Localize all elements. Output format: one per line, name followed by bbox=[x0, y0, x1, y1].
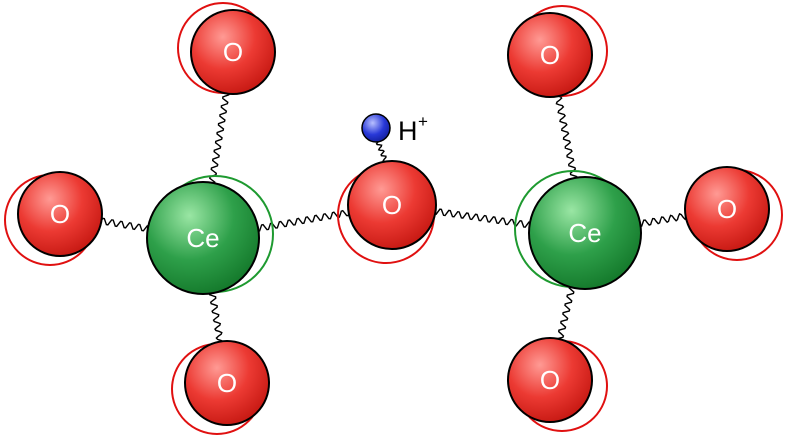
o-top-left-sphere bbox=[190, 9, 276, 95]
o-right-sphere bbox=[684, 166, 770, 252]
o-bridge-label: O bbox=[382, 190, 402, 220]
cerium-atom-ce-left: Ce bbox=[146, 181, 260, 295]
o-top-right-label: O bbox=[540, 40, 560, 70]
bond-ce-right-o-top-right bbox=[554, 94, 578, 181]
o-right-label: O bbox=[717, 194, 737, 224]
bond-ce-left-o-bottom-left bbox=[208, 290, 225, 344]
o-left-label: O bbox=[50, 199, 70, 229]
oxygen-atom-o-top-left: O bbox=[190, 9, 276, 95]
o-bottom-right-sphere bbox=[507, 337, 593, 423]
oxygen-atom-o-left: O bbox=[17, 171, 103, 257]
bond-ce-left-o-left bbox=[98, 217, 151, 232]
proton-charge: + bbox=[418, 112, 428, 131]
oxygen-atom-o-right: O bbox=[684, 166, 770, 252]
bond-proton-o-bridge bbox=[375, 141, 388, 163]
cerium-atom-ce-right: Ce bbox=[528, 176, 642, 290]
ce-left-sphere bbox=[146, 181, 260, 295]
ce-right-label: Ce bbox=[568, 218, 601, 248]
o-top-right-sphere bbox=[507, 12, 593, 98]
oxygen-atom-o-bridge: O bbox=[347, 160, 437, 250]
oxygen-atom-o-top-right: O bbox=[507, 12, 593, 98]
o-left-sphere bbox=[17, 171, 103, 257]
o-bottom-right-label: O bbox=[540, 365, 560, 395]
o-bottom-left-sphere bbox=[184, 340, 270, 426]
proton: H + bbox=[361, 112, 428, 146]
ce-left-label: Ce bbox=[186, 223, 219, 253]
proton-sphere bbox=[361, 113, 391, 143]
oxygen-atom-o-bottom-right: O bbox=[507, 337, 593, 423]
o-bridge-sphere bbox=[347, 160, 437, 250]
oxygen-atom-o-bottom-left: O bbox=[184, 340, 270, 426]
o-top-left-label: O bbox=[223, 37, 243, 67]
ce-right-sphere bbox=[528, 176, 642, 290]
proton-label: H bbox=[398, 116, 418, 146]
bond-ce-left-o-top-left bbox=[209, 90, 231, 186]
bond-ce-left-o-bridge bbox=[255, 209, 351, 232]
o-bottom-left-label: O bbox=[217, 368, 237, 398]
bond-ce-right-o-bottom-right bbox=[556, 284, 575, 341]
bond-ce-right-o-right bbox=[637, 212, 689, 228]
